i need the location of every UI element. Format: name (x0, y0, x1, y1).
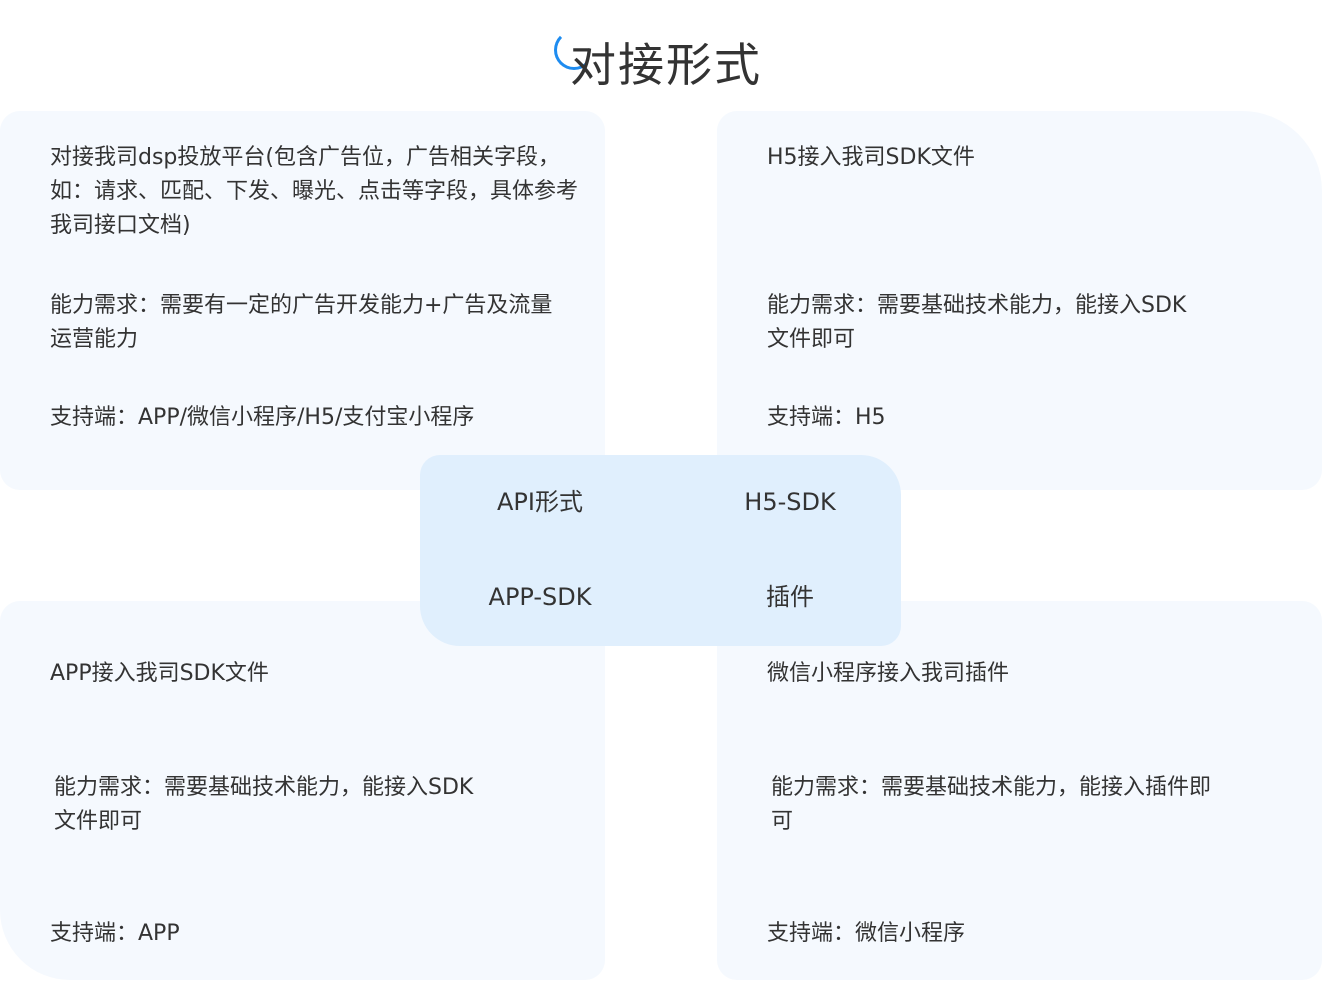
card-support: 支持端：APP (50, 921, 180, 946)
card-support: 支持端：H5 (767, 405, 886, 430)
card-capability: 能力需求：需要有一定的广告开发能力+广告及流量运营能力 (50, 293, 553, 352)
type-label-app-sdk: APP-SDK (488, 583, 592, 611)
card-description: 微信小程序接入我司插件 (767, 661, 1010, 686)
page-title: 对接形式 (570, 37, 762, 92)
card-description: H5接入我司SDK文件 (767, 145, 975, 170)
type-label-plugin: 插件 (766, 583, 814, 611)
card-capability: 能力需求：需要基础技术能力，能接入插件即可 (771, 775, 1212, 834)
type-label-api: API形式 (497, 488, 583, 516)
integration-types-hub: API形式 H5-SDK APP-SDK 插件 (420, 455, 901, 646)
page-header: 对接形式 (552, 4, 772, 92)
card-capability: 能力需求：需要基础技术能力，能接入SDK文件即可 (767, 293, 1187, 352)
card-description: 对接我司dsp投放平台(包含广告位，广告相关字段，如：请求、匹配、下发、曝光、点… (50, 145, 579, 238)
card-plugin: 微信小程序接入我司插件 能力需求：需要基础技术能力，能接入插件即可 支持端：微信… (717, 601, 1322, 980)
card-capability: 能力需求：需要基础技术能力，能接入SDK文件即可 (54, 775, 474, 834)
card-h5-sdk: H5接入我司SDK文件 能力需求：需要基础技术能力，能接入SDK文件即可 支持端… (717, 111, 1322, 490)
card-support: 支持端：微信小程序 (767, 921, 966, 946)
accent-arc-icon (554, 30, 594, 70)
card-app-sdk: APP接入我司SDK文件 能力需求：需要基础技术能力，能接入SDK文件即可 支持… (0, 601, 605, 980)
card-support: 支持端：APP/微信小程序/H5/支付宝小程序 (50, 405, 475, 430)
type-label-h5-sdk: H5-SDK (744, 488, 836, 516)
card-api: 对接我司dsp投放平台(包含广告位，广告相关字段，如：请求、匹配、下发、曝光、点… (0, 111, 605, 490)
card-description: APP接入我司SDK文件 (50, 661, 269, 686)
